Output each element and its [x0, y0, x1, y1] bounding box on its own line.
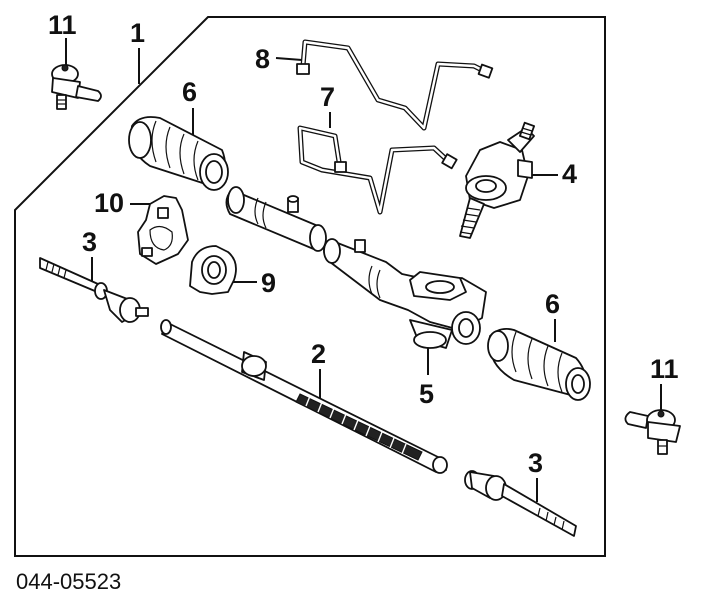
gear-housing	[323, 238, 487, 349]
tie-rod-end-left	[51, 64, 102, 110]
pressure-tube-7	[297, 125, 458, 215]
inner-tie-rod-right	[464, 470, 577, 537]
catalog-number: 044-05523	[16, 569, 121, 594]
callout-11-right: 11	[650, 354, 679, 384]
callout-6-left: 6	[182, 77, 197, 107]
inner-tie-rod-left	[39, 257, 149, 323]
callout-8: 8	[255, 44, 270, 74]
callout-11-left: 11	[48, 10, 77, 40]
rack-boot-right	[487, 327, 591, 401]
assembly-frame	[14, 16, 606, 557]
callout-7: 7	[320, 82, 335, 112]
control-valve-4	[459, 121, 535, 239]
pressure-tube-8	[296, 39, 494, 131]
callout-5: 5	[419, 379, 434, 409]
callout-6-right: 6	[545, 289, 560, 319]
tie-rod-end-right	[624, 409, 681, 455]
leader-lines	[65, 38, 662, 502]
callout-3-right: 3	[528, 448, 543, 478]
callout-9: 9	[261, 268, 276, 298]
callout-1: 1	[130, 18, 145, 48]
rack-boot-left	[128, 116, 229, 191]
callout-4: 4	[562, 159, 577, 189]
mounting-bracket-10	[137, 195, 189, 265]
steering-rack-2	[160, 319, 448, 474]
rack-bushing-9	[189, 245, 237, 295]
callout-2: 2	[311, 339, 326, 369]
housing-tube	[225, 186, 327, 252]
callout-10: 10	[94, 188, 124, 218]
callout-3-left: 3	[82, 227, 97, 257]
